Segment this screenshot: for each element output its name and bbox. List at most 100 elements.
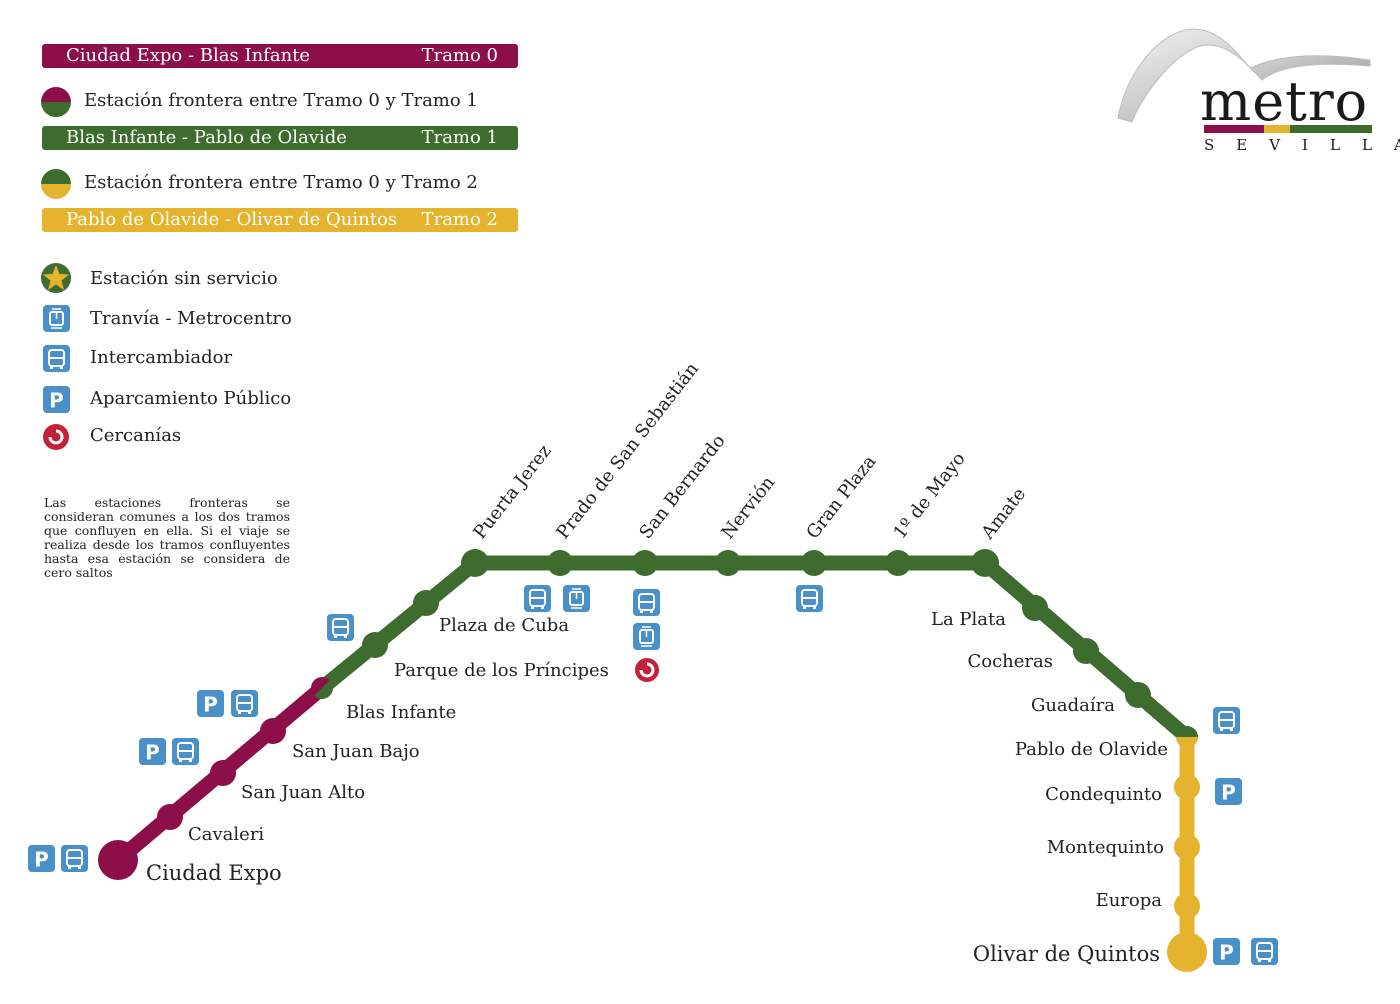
frontier-note: Las estaciones fronteras se consideran c… (44, 495, 290, 580)
station-label-nervion: Nervión (717, 472, 779, 543)
legend-tramo1-bar: Blas Infante - Pablo de Olavide Tramo 1 (42, 126, 518, 150)
logo-city: SEVILLA (1204, 136, 1400, 154)
legend-tramo1-label: Tramo 1 (421, 127, 498, 148)
station-label-cavaleri: Cavaleri (188, 824, 264, 845)
station-label-condequinto: Condequinto (1045, 784, 1162, 805)
station-dot-san-bernardo[interactable] (632, 550, 658, 576)
legend-tramo0-name: Ciudad Expo - Blas Infante (66, 45, 311, 66)
bus-icon (796, 585, 823, 612)
station-label-blas-infante: Blas Infante (346, 702, 456, 723)
station-label-la-plata: La Plata (931, 609, 1006, 630)
station-dot-guadaira[interactable] (1125, 682, 1151, 708)
svg-text:P: P (34, 848, 49, 872)
bus-icon (172, 738, 199, 765)
svg-text:P: P (1221, 781, 1236, 805)
station-dot-plaza-cuba[interactable] (413, 590, 439, 616)
logo-bar-tramo1 (1290, 125, 1372, 133)
parking-icon: P (1215, 778, 1242, 805)
parking-icon: P (197, 690, 224, 717)
legend-cercanias-text: Cercanías (90, 425, 182, 446)
station-dot-cocheras[interactable] (1073, 638, 1099, 664)
station-label-pablo-olavide: Pablo de Olavide (1015, 739, 1168, 760)
station-dot-nervion[interactable] (715, 550, 741, 576)
station-label-primero-mayo: 1º de Mayo (889, 448, 969, 543)
cercanias-icon (635, 658, 659, 682)
station-dot-puerta-jerez[interactable] (461, 549, 489, 577)
station-labels: Ciudad Expo Cavaleri San Juan Alto San Juan… (146, 358, 1168, 966)
svg-text:P: P (203, 693, 218, 717)
tram-icon (633, 623, 660, 650)
station-dot-san-juan-alto[interactable] (210, 760, 236, 786)
bus-icon (1251, 938, 1278, 965)
legend-parking-text: Aparcamiento Público (90, 388, 292, 409)
bus-icon (61, 845, 88, 872)
station-dot-gran-plaza[interactable] (801, 550, 827, 576)
legend-tramo2-label: Tramo 2 (421, 209, 498, 230)
legend-star-icon (41, 263, 71, 293)
bus-icon (524, 585, 551, 612)
station-label-europa: Europa (1096, 890, 1163, 911)
station-label-amate: Amate (977, 484, 1030, 544)
station-label-montequinto: Montequinto (1047, 837, 1164, 858)
legend-tram-text: Tranvía - Metrocentro (90, 308, 292, 329)
svg-text:P: P (145, 741, 160, 765)
station-label-plaza-cuba: Plaza de Cuba (439, 615, 569, 636)
station-dot-la-plata[interactable] (1022, 595, 1048, 621)
station-label-san-juan-bajo: San Juan Bajo (292, 741, 420, 762)
stations (98, 549, 1207, 972)
station-dot-blas-infante[interactable] (300, 666, 344, 710)
station-dot-europa[interactable] (1174, 893, 1200, 919)
legend-frontier-0-2-text: Estación frontera entre Tramo 0 y Tramo … (84, 172, 478, 193)
logo-swoosh (1117, 28, 1371, 123)
station-dot-amate[interactable] (971, 549, 999, 577)
station-dot-montequinto[interactable] (1174, 834, 1200, 860)
station-label-san-juan-alto: San Juan Alto (241, 782, 365, 803)
bus-icon (43, 345, 70, 372)
legend-cercanias-icon (43, 424, 69, 450)
station-label-san-bernardo: San Bernardo (635, 431, 729, 543)
bus-icon (633, 589, 660, 616)
legend-tramo0-label: Tramo 0 (421, 45, 498, 66)
legend-frontier-0-1-icon (41, 87, 71, 117)
legend-tramo1-name: Blas Infante - Pablo de Olavide (66, 127, 347, 148)
bus-icon (327, 614, 354, 641)
parking-icon: P (28, 845, 55, 872)
logo-bar-tramo2 (1264, 125, 1290, 133)
bus-icon (231, 690, 258, 717)
legend-frontier-0-1-text: Estación frontera entre Tramo 0 y Tramo … (84, 90, 478, 111)
station-label-ciudad-expo: Ciudad Expo (146, 861, 282, 885)
parking-icon: P (139, 738, 166, 765)
station-label-prado: Prado de San Sebastián (552, 358, 703, 543)
station-dot-primero-mayo[interactable] (885, 550, 911, 576)
station-dot-san-juan-bajo[interactable] (260, 718, 286, 744)
parking-icon: P (1213, 938, 1240, 965)
station-dot-olivar-quintos[interactable] (1167, 932, 1207, 972)
legend-frontier-0-2-icon (41, 169, 71, 199)
service-icons: P P P P P P (28, 305, 1278, 965)
station-label-puerta-jerez: Puerta Jerez (469, 441, 555, 543)
station-dot-parque-principes[interactable] (362, 632, 388, 658)
legend-tramo0-bar: Ciudad Expo - Blas Infante Tramo 0 (42, 44, 518, 68)
logo-word: metro (1200, 70, 1369, 133)
legend-interchange-text: Intercambiador (90, 347, 233, 368)
station-dot-prado[interactable] (547, 550, 573, 576)
svg-text:P: P (1219, 941, 1234, 965)
tram-icon (43, 305, 70, 332)
tram-icon (563, 585, 590, 612)
station-dot-ciudad-expo[interactable] (98, 840, 138, 880)
station-label-olivar-quintos: Olivar de Quintos (973, 942, 1160, 966)
station-dot-cavaleri[interactable] (157, 804, 183, 830)
station-label-parque-principes: Parque de los Príncipes (394, 660, 609, 681)
station-label-gran-plaza: Gran Plaza (802, 451, 880, 543)
station-label-cocheras: Cocheras (967, 651, 1053, 672)
legend-tramo2-bar: Pablo de Olavide - Olivar de Quintos Tra… (42, 208, 518, 232)
station-dot-condequinto[interactable] (1174, 774, 1200, 800)
metro-logo (1117, 28, 1372, 133)
station-dot-pablo-olavide[interactable] (1174, 724, 1200, 750)
svg-text:P: P (49, 389, 64, 413)
logo-bar-tramo0 (1204, 125, 1264, 133)
bus-icon (1213, 707, 1240, 734)
legend-tramo2-name: Pablo de Olavide - Olivar de Quintos (66, 209, 398, 230)
legend-no-service-text: Estación sin servicio (90, 268, 278, 289)
